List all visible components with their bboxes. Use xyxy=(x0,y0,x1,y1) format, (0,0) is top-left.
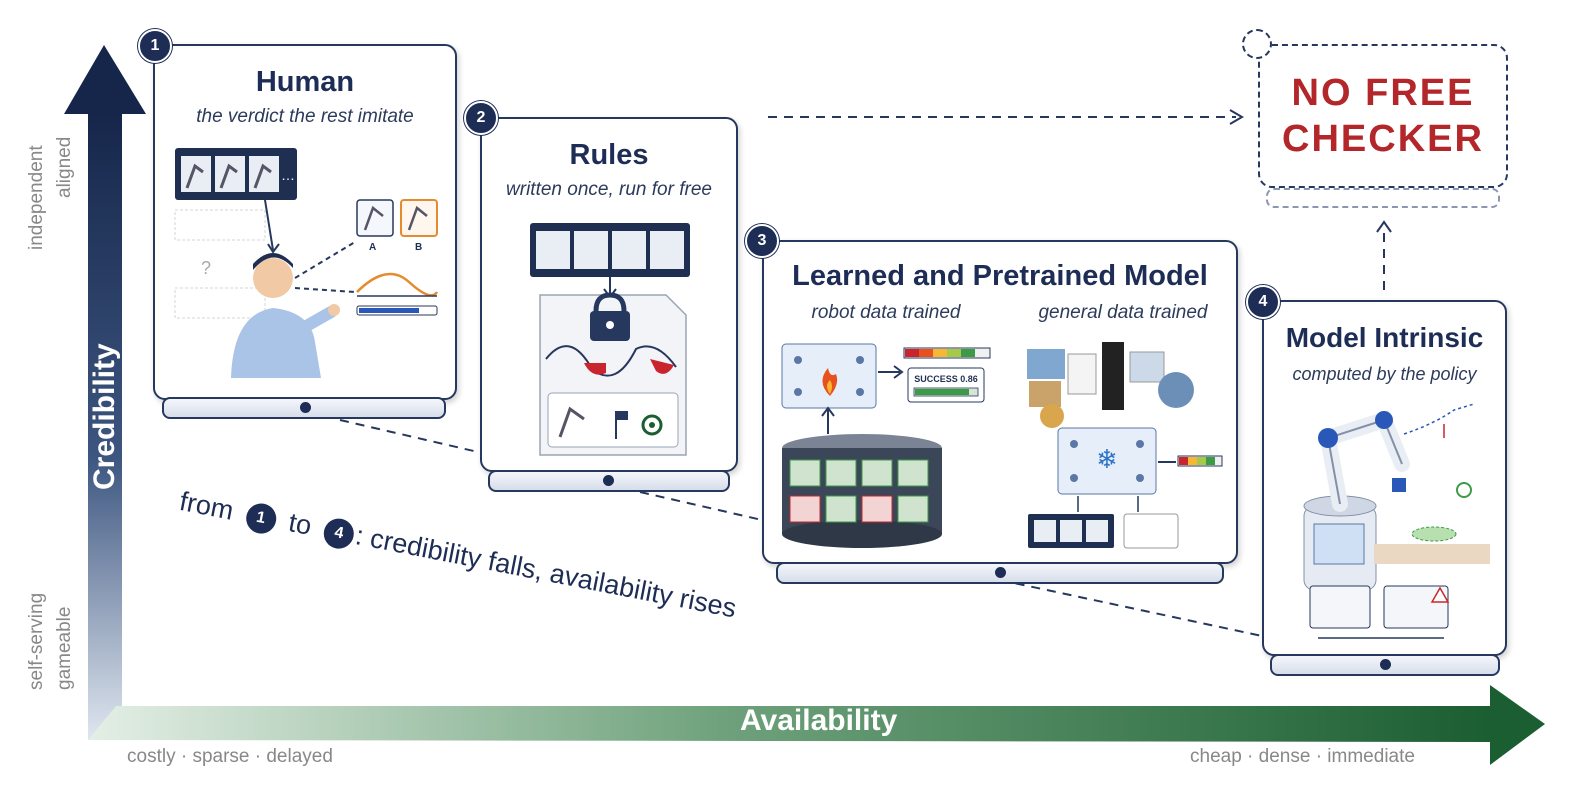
card-rules: Rules written once, run for free xyxy=(480,117,738,472)
card-human: Human the verdict the rest imitate … ? xyxy=(153,44,457,400)
option-a-thumbnail xyxy=(356,199,394,237)
no-free-checker-stand xyxy=(1266,188,1500,208)
card-model-intrinsic: Model Intrinsic computed by the policy xyxy=(1262,300,1507,656)
checker-line: CHECKER xyxy=(1282,118,1484,160)
card-title: Human xyxy=(255,66,355,98)
lock-icon xyxy=(590,292,630,341)
robot-arm-icon xyxy=(1303,410,1410,591)
trainable-network-icon xyxy=(781,343,877,409)
card-title: Learned and Pretrained Model xyxy=(792,260,1208,292)
policy-intrinsic-illustration xyxy=(1303,403,1490,639)
card-title: Rules xyxy=(569,139,649,171)
card-intrinsic-stand xyxy=(1270,654,1500,676)
trend-to: to xyxy=(286,507,315,541)
card-subtitle-right: general data trained xyxy=(1038,302,1208,323)
y-top-note-1: independent xyxy=(26,145,47,250)
y-bottom-note-2: gameable xyxy=(54,606,75,690)
faded-filmstrip-icon xyxy=(174,209,266,319)
card-subtitle-left: robot data trained xyxy=(811,302,961,323)
card-subtitle: written once, run for free xyxy=(506,179,712,200)
x-axis-arrow xyxy=(88,685,1545,765)
trend-badge-1: 1 xyxy=(243,500,279,536)
card-rules-stand xyxy=(488,470,730,492)
card-human-stand xyxy=(162,397,446,419)
svg-text:B: B xyxy=(415,242,422,253)
no-free-checker-empty-badge xyxy=(1242,29,1272,59)
rule-document-icon xyxy=(539,294,687,456)
success-score-icon: SUCCESS 0.86 xyxy=(903,347,991,403)
x-right-note: cheap · dense · immediate xyxy=(1190,746,1415,767)
mug-icon xyxy=(1392,478,1406,492)
success-label: SUCCESS 0.86 xyxy=(914,374,978,384)
card-human-badge: 1 xyxy=(138,29,172,63)
rules-illustration xyxy=(530,223,690,456)
general-data-collage-icon xyxy=(1025,342,1194,428)
card-subtitle: the verdict the rest imitate xyxy=(196,106,414,127)
svg-text:…: … xyxy=(281,167,295,183)
trend-connectors xyxy=(339,116,1385,637)
trend-badge-4: 4 xyxy=(321,515,357,552)
svg-text:❄: ❄ xyxy=(1096,445,1118,475)
card-learned-badge: 3 xyxy=(745,224,779,258)
rollout-thumbnail-good xyxy=(1309,585,1371,629)
card-intrinsic-badge: 4 xyxy=(1246,285,1280,319)
y-bottom-note-1: self-serving xyxy=(26,592,47,690)
y-axis-label: Credibility xyxy=(88,343,121,490)
frozen-network-icon: ❄ xyxy=(1057,427,1157,495)
arrow-up-icon xyxy=(1376,220,1392,233)
card-learned-stand xyxy=(776,562,1224,584)
x-left-note: costly · sparse · delayed xyxy=(127,746,333,767)
card-subtitle: computed by the policy xyxy=(1292,364,1477,384)
instruction-card-icon xyxy=(1123,513,1179,549)
human-judging-illustration: … ? A B xyxy=(174,148,439,378)
warning-icon xyxy=(1430,586,1450,603)
human-evaluator-icon xyxy=(231,253,340,378)
no-free-checker-box: NO FREE CHECKER xyxy=(1258,44,1508,188)
rollout-thumbnail-warning xyxy=(1383,585,1449,629)
unknown-label: ? xyxy=(201,258,211,278)
reward-curve-icon xyxy=(356,272,439,297)
no-free-line: NO FREE xyxy=(1291,72,1475,114)
video-filmstrip-icon xyxy=(530,223,690,277)
y-top-note-2: aligned xyxy=(54,136,75,198)
arrow-to-checker-icon xyxy=(1229,109,1244,125)
learned-model-illustration: SUCCESS 0.86 xyxy=(781,342,1223,549)
robot-dataset-reel-icon xyxy=(782,434,942,548)
video-filmstrip-icon: … xyxy=(175,148,297,200)
x-axis-label: Availability xyxy=(740,704,898,737)
option-b-thumbnail xyxy=(400,199,438,237)
svg-text:A: A xyxy=(369,242,376,253)
card-rules-badge: 2 xyxy=(464,101,498,135)
card-title: Model Intrinsic xyxy=(1285,322,1484,353)
card-learned-model: Learned and Pretrained Model robot data … xyxy=(762,240,1238,564)
table-surface xyxy=(1374,544,1490,564)
